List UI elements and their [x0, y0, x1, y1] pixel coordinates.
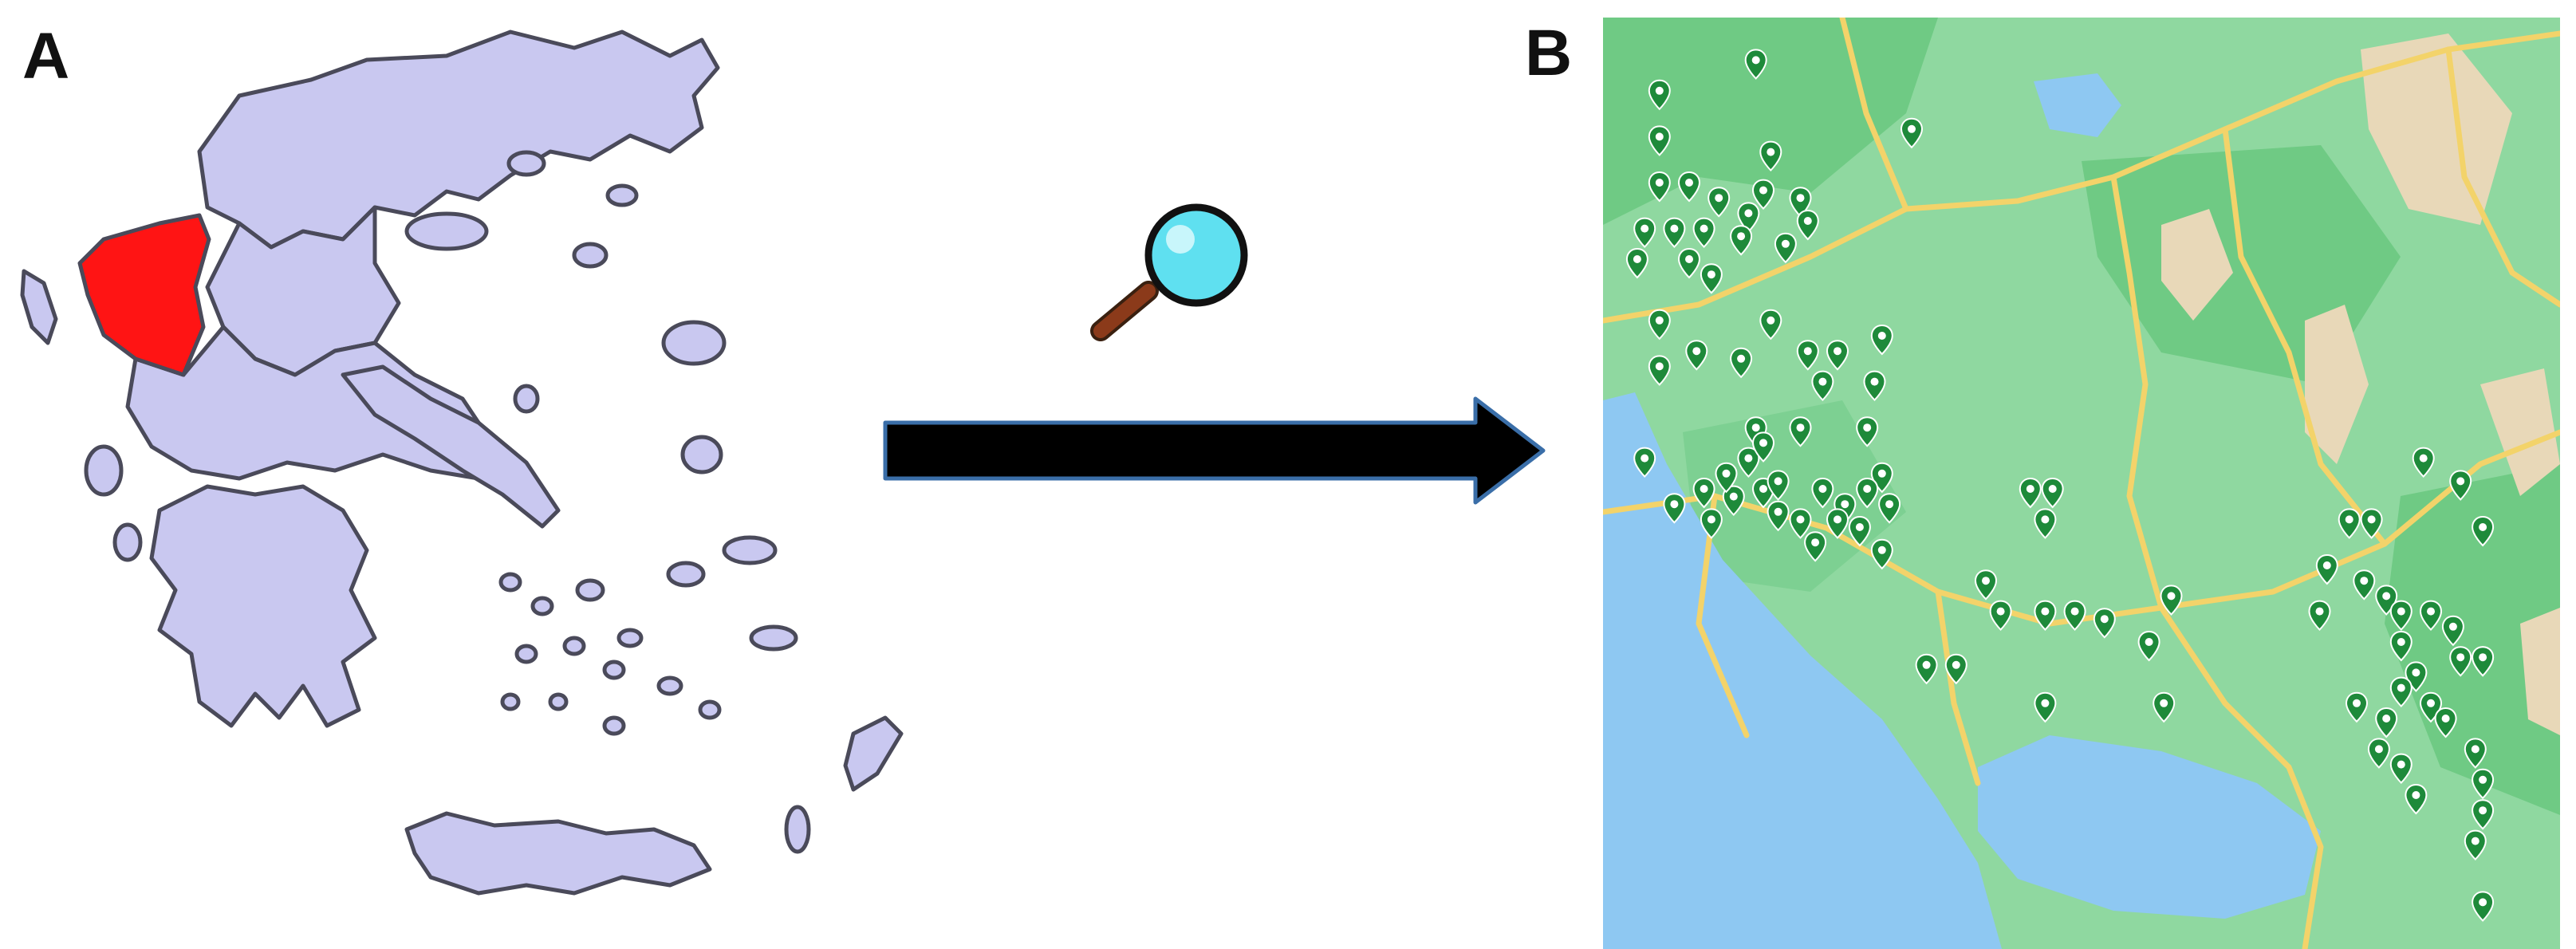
right-arrow-icon: [883, 396, 1546, 505]
region-peloponnese: [149, 484, 377, 728]
island-corfu: [20, 269, 58, 345]
island-euboea: [341, 364, 561, 529]
panel-label-b: B: [1525, 17, 1573, 89]
highlighted-region: [77, 213, 211, 377]
island-crete: [404, 811, 712, 896]
regional-map: [1603, 18, 2560, 949]
magnifier-icon: [1090, 203, 1248, 341]
greece-map: [20, 30, 904, 896]
panel-label-a: A: [22, 20, 70, 93]
transition-graphics: [883, 203, 1546, 505]
